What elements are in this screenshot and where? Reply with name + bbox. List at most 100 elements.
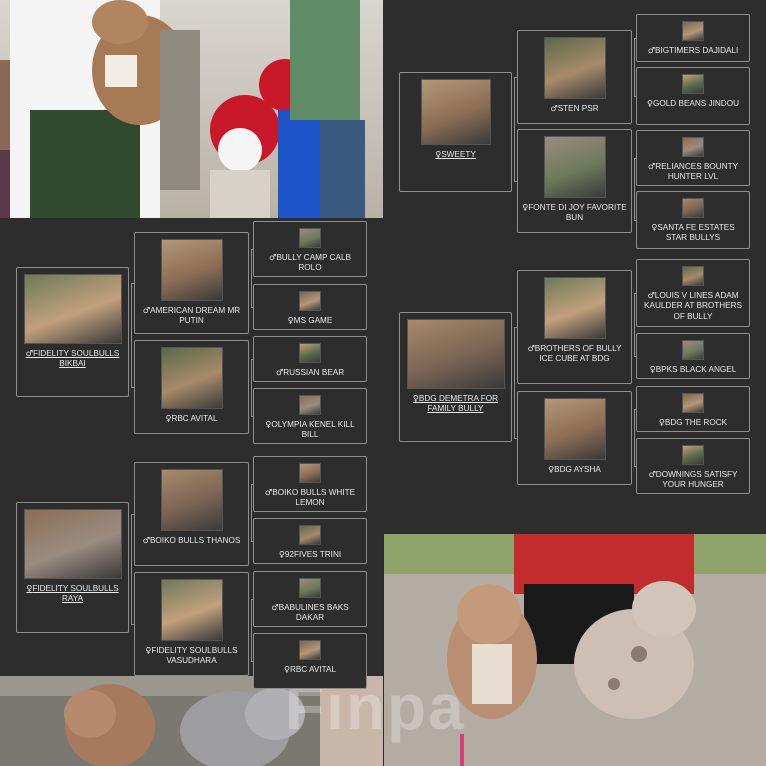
dogs-photo-right-image	[384, 534, 766, 766]
dog-name: FIDELITY SOULBULLS RAYA	[32, 584, 119, 604]
male-icon: ♂	[647, 161, 656, 171]
connector-line	[251, 416, 253, 417]
pedigree-node-dam-sire[interactable]: ♂BABULINES BAKS DAKAR	[253, 571, 367, 627]
pedigree-node-dam[interactable]: ♀FONTE DI JOY FAVORITE BUN	[517, 129, 632, 233]
dog-name: 92FIVES TRINI	[284, 550, 342, 559]
connector-line	[514, 327, 515, 438]
dog-name-label: ♀OLYMPIA KENEL KILL BILL	[254, 419, 366, 441]
pedigree-node-dam-dam[interactable]: ♂DOWNINGS SATISFY YOUR HUNGER	[636, 438, 750, 494]
pedigree-node-sire-sire[interactable]: ♂LOUIS V LINES ADAM KAULDER AT BROTHERS …	[636, 259, 750, 327]
female-icon: ♀	[435, 149, 442, 159]
dog-photo-thumbnail	[406, 319, 505, 389]
pedigree-node-root[interactable]: ♀FIDELITY SOULBULLS RAYA	[16, 502, 129, 633]
dog-name-label: ♀FONTE DI JOY FAVORITE BUN	[518, 202, 631, 224]
dog-name: SANTA FE ESTATES STAR BULLYS	[657, 223, 735, 243]
dog-photo-thumbnail	[682, 393, 704, 413]
pedigree-node-dam[interactable]: ♀BDG AYSHA	[517, 391, 632, 485]
dog-name-label: ♀FIDELITY SOULBULLS RAYA	[17, 583, 128, 605]
female-icon: ♀	[647, 98, 653, 108]
connector-line	[634, 220, 636, 221]
dog-name-label: ♀MS GAME	[285, 315, 336, 326]
dog-photo-thumbnail	[299, 395, 321, 415]
pedigree-node-dam-dam[interactable]: ♀SANTA FE ESTATES STAR BULLYS	[636, 191, 750, 249]
pedigree-node-sire-dam[interactable]: ♀MS GAME	[253, 284, 367, 330]
dog-name-label: ♂BABULINES BAKS DAKAR	[254, 602, 366, 624]
connector-line	[514, 438, 517, 439]
dog-photo-thumbnail	[543, 277, 606, 339]
dog-name-label: ♀SWEETY	[432, 149, 479, 160]
pedigree-node-sire[interactable]: ♂BROTHERS OF BULLY ICE CUBE AT BDG	[517, 270, 632, 384]
connector-line	[251, 484, 253, 485]
dog-name: SWEETY	[441, 150, 476, 159]
dog-name: DOWNINGS SATISFY YOUR HUNGER	[655, 470, 738, 490]
pedigree-node-sire-sire[interactable]: ♂BIGTIMERS DAJIDALI	[636, 14, 750, 62]
pedigree-node-sire[interactable]: ♂BOIKO BULLS THANOS	[134, 462, 249, 566]
pedigree-node-sire-sire[interactable]: ♂BOIKO BULLS WHITE LEMON	[253, 456, 367, 512]
male-icon: ♂	[527, 343, 535, 353]
pedigree-node-dam-dam[interactable]: ♀OLYMPIA KENEL KILL BILL	[253, 388, 367, 444]
pedigree-node-sire-dam[interactable]: ♀92FIVES TRINI	[253, 518, 367, 564]
dog-name: LOUIS V LINES ADAM KAULDER AT BROTHERS O…	[644, 291, 742, 321]
dog-name-label: ♀FIDELITY SOULBULLS VASUDHARA	[135, 645, 248, 667]
dog-name-label: ♀BDG THE ROCK	[656, 417, 730, 428]
dog-photo-thumbnail	[682, 266, 704, 286]
dogs-photo-bottom-left	[0, 676, 383, 766]
dog-name: RUSSIAN BEAR	[283, 368, 345, 377]
connector-line	[634, 293, 636, 294]
dog-photo-thumbnail	[682, 137, 704, 157]
dog-name-label: ♀RBC AVITAL	[281, 664, 339, 675]
connector-line	[131, 514, 134, 515]
male-icon: ♂	[647, 290, 655, 300]
female-icon: ♀	[412, 393, 419, 403]
connector-line	[251, 307, 253, 308]
connector-line	[131, 514, 132, 624]
pedigree-node-sire-dam[interactable]: ♀BPKS BLACK ANGEL	[636, 333, 750, 379]
pedigree-node-dam-sire[interactable]: ♂RELIANCES BOUNTY HUNTER LVL	[636, 130, 750, 186]
dog-name-label: ♀GOLD BEANS JINDOU	[644, 98, 742, 109]
connector-line	[634, 293, 635, 356]
dog-name-label: ♂BOIKO BULLS WHITE LEMON	[254, 487, 366, 509]
dog-photo-thumbnail	[160, 347, 223, 409]
pedigree-node-dam[interactable]: ♀RBC AVITAL	[134, 340, 249, 434]
dog-name: GOLD BEANS JINDOU	[653, 99, 739, 108]
pedigree-node-dam-dam[interactable]: ♀RBC AVITAL	[253, 633, 367, 689]
pedigree-node-root[interactable]: ♀BDG DEMETRA FOR FAMILY BULLY	[399, 312, 512, 442]
dog-name: RELIANCES BOUNTY HUNTER LVL	[655, 162, 739, 182]
pedigree-node-root[interactable]: ♀SWEETY	[399, 72, 512, 192]
female-icon: ♀	[658, 417, 665, 427]
dog-photo-thumbnail	[299, 343, 321, 363]
male-icon: ♂	[269, 252, 277, 262]
female-icon: ♀	[548, 464, 555, 474]
female-icon: ♀	[287, 315, 294, 325]
dog-name-label: ♂BOIKO BULLS THANOS	[140, 535, 244, 546]
pedigree-node-dam-sire[interactable]: ♂RUSSIAN BEAR	[253, 336, 367, 382]
dog-name: MS GAME	[293, 316, 333, 325]
pedigree-node-sire[interactable]: ♂AMERICAN DREAM MR PUTIN	[134, 232, 249, 334]
dog-name-label: ♂BROTHERS OF BULLY ICE CUBE AT BDG	[518, 343, 631, 365]
dog-name: BABULINES BAKS DAKAR	[278, 603, 349, 623]
show-photo-image	[0, 0, 383, 218]
connector-line	[634, 158, 635, 220]
connector-line	[251, 249, 253, 250]
pedigree-node-dam-sire[interactable]: ♀BDG THE ROCK	[636, 386, 750, 432]
connector-line	[634, 158, 636, 159]
dog-name-label: ♂FIDELITY SOULBULLS BIKBAI	[17, 348, 128, 370]
dog-name: FIDELITY SOULBULLS BIKBAI	[33, 349, 120, 369]
dog-photo-thumbnail	[160, 239, 223, 301]
pedigree-node-sire-sire[interactable]: ♂BULLY CAMP CALB ROLO	[253, 221, 367, 277]
dog-name-label: ♂BIGTIMERS DAJIDALI	[645, 45, 742, 56]
female-icon: ♀	[649, 364, 656, 374]
pedigree-node-sire[interactable]: ♂STEN PSR	[517, 30, 632, 124]
pedigree-node-sire-dam[interactable]: ♀GOLD BEANS JINDOU	[636, 67, 750, 125]
connector-line	[634, 38, 636, 39]
connector-line	[634, 38, 635, 96]
dog-photo-thumbnail	[299, 578, 321, 598]
female-icon: ♀	[26, 583, 33, 593]
connector-line	[251, 249, 252, 307]
dog-name: OLYMPIA KENEL KILL BILL	[271, 420, 355, 440]
male-icon: ♂	[275, 367, 284, 377]
pedigree-node-root[interactable]: ♂FIDELITY SOULBULLS BIKBAI	[16, 267, 129, 397]
dog-name: BOIKO BULLS WHITE LEMON	[272, 488, 356, 508]
pedigree-node-dam[interactable]: ♀FIDELITY SOULBULLS VASUDHARA	[134, 572, 249, 676]
dog-name-label: ♀BDG DEMETRA FOR FAMILY BULLY	[400, 393, 511, 415]
